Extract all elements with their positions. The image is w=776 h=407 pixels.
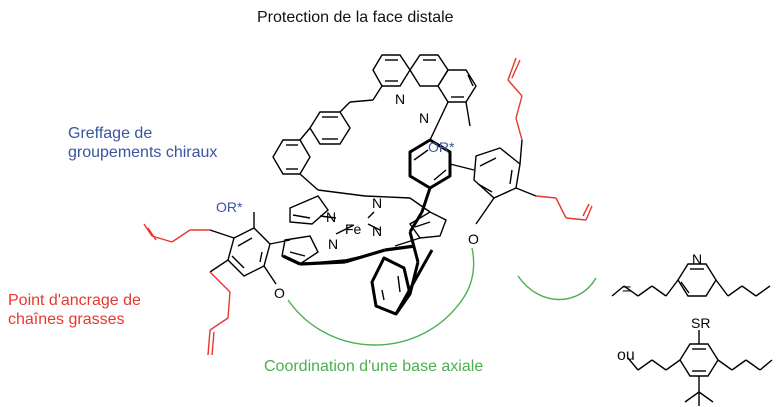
label-anchor-point: Point d'ancrage de chaînes grasses <box>8 291 141 329</box>
label-distal-protection: Protection de la face distale <box>257 9 454 26</box>
atom-or-star-left: OR* <box>216 199 243 215</box>
atom-o-left: O <box>274 285 285 301</box>
axial-base-strap-arc <box>287 247 475 346</box>
label-chiral-line2: groupements chiraux <box>68 144 218 161</box>
label-chiral-grafting: Greffage de groupements chiraux <box>68 124 217 162</box>
atom-n-phen-1: N <box>395 91 405 107</box>
atom-n-por-3: N <box>328 236 338 252</box>
bold-phenyl-linker <box>408 138 452 295</box>
atom-n-por-1: N <box>326 209 336 225</box>
label-axial-base: Coordination d'une base axiale <box>264 358 484 375</box>
atom-o-right: O <box>468 231 479 247</box>
right-allyl-groups <box>507 57 593 221</box>
label-anchor-line1: Point d'ancrage de <box>8 292 141 309</box>
thiol-aryl-substituent <box>627 330 773 406</box>
left-aryl-ring <box>209 212 291 285</box>
atom-or-star-right: OR* <box>428 139 455 155</box>
atom-n-pyridine: N <box>692 251 702 267</box>
label-anchor-line2: chaînes grasses <box>8 311 125 328</box>
porphyrin-bold-edge <box>282 244 416 266</box>
pyridine-substituent <box>611 263 771 297</box>
label-chiral-line1: Greffage de <box>68 125 153 142</box>
atom-fe: Fe <box>345 221 362 237</box>
porphyrin-core <box>281 189 447 265</box>
label-equals: = <box>622 281 632 298</box>
right-aryl-ring <box>449 139 537 225</box>
atom-sr: SR <box>691 315 710 331</box>
left-allyl-groups <box>143 223 231 356</box>
atom-n-por-2: N <box>372 223 382 239</box>
atom-n-por-4: N <box>372 195 382 211</box>
axial-base-symbol-arc <box>517 275 597 301</box>
atom-n-phen-2: N <box>419 110 429 126</box>
bold-bottom-phenyl <box>370 249 434 316</box>
phenanthroline-strap <box>272 54 477 191</box>
